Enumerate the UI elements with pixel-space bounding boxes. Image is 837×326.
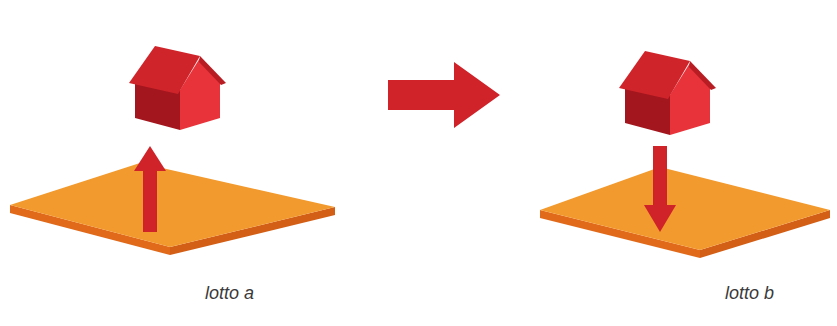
- lift-arrow: [134, 146, 166, 232]
- arrow-shaft: [653, 146, 667, 206]
- transfer-arrow: [388, 62, 500, 128]
- arrow-head: [134, 146, 166, 171]
- house-b: [619, 51, 716, 135]
- plot-b: [540, 167, 830, 258]
- arrow-shaft: [143, 170, 157, 232]
- plot-top: [540, 167, 830, 250]
- plot-a: [10, 163, 335, 255]
- plot-node: lotto a: [0, 10, 388, 310]
- plot-node: lotto b: [500, 10, 837, 310]
- plot-top: [10, 163, 335, 247]
- house-roof-edge: [199, 56, 226, 85]
- plot-label: lotto b: [725, 283, 774, 304]
- plot-label: lotto a: [205, 283, 254, 304]
- house-roof: [129, 46, 200, 94]
- place-arrow: [644, 146, 676, 232]
- house-a: [129, 46, 226, 130]
- arrow-head: [644, 205, 676, 232]
- house-roof-edge: [689, 61, 716, 90]
- house-roof: [619, 51, 690, 99]
